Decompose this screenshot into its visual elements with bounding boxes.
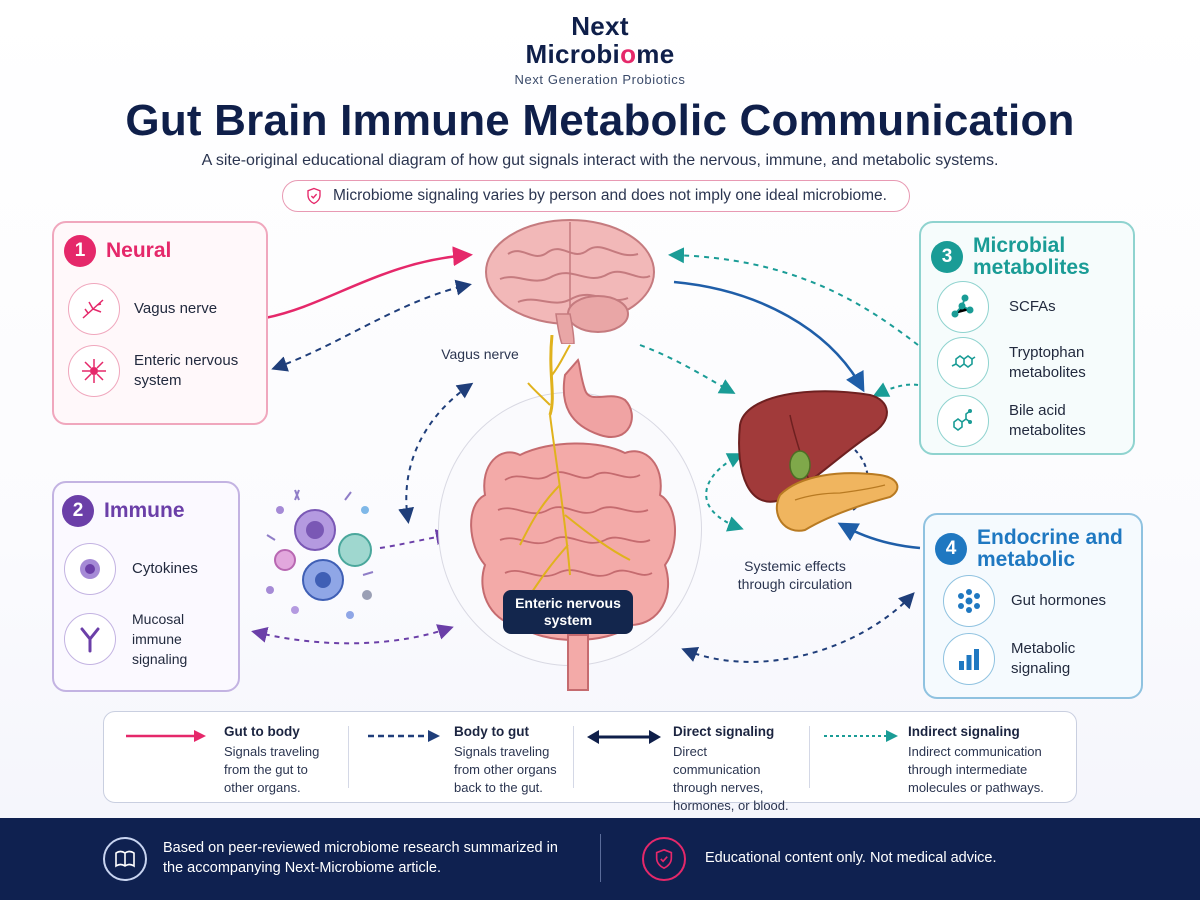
- panel-title: Immune: [104, 499, 185, 522]
- vagus-nerve-label: Vagus nerve: [441, 346, 519, 362]
- legend-box: Gut to body Signals traveling from the g…: [103, 711, 1077, 813]
- immune-cells-illustration: [266, 489, 374, 619]
- brain-illustration: [485, 219, 655, 344]
- double-arrow-icon: [587, 730, 661, 744]
- list-item: Metabolic signaling: [943, 633, 1101, 685]
- legend-desc: Indirect communication through intermedi…: [908, 744, 1044, 795]
- legend-divider: [348, 726, 349, 788]
- step-number-badge: 2: [62, 495, 94, 527]
- list-item: Cytokines: [64, 543, 198, 595]
- legend-desc: Signals traveling from the gut to other …: [224, 744, 320, 795]
- legend-item-direct-signaling: Direct signaling Direct communication th…: [579, 712, 809, 813]
- item-label: Bile acid metabolites: [1009, 402, 1086, 439]
- gut-illustration: [470, 335, 676, 691]
- panel-immune: 2 Immune Cytokines Mucosal immune signal…: [52, 481, 240, 692]
- bar-chart-icon: [943, 633, 995, 685]
- antibody-icon: [64, 613, 116, 665]
- list-item: Tryptophan metabolites: [937, 337, 1109, 389]
- legend-divider: [573, 726, 574, 788]
- book-icon: [103, 837, 147, 881]
- legend-divider: [809, 726, 810, 788]
- list-item: Gut hormones: [943, 575, 1106, 627]
- footer-disclaimer-text: Educational content only. Not medical ad…: [705, 850, 997, 866]
- bile-molecule-icon: [937, 395, 989, 447]
- footer-bar: Based on peer-reviewed microbiome resear…: [0, 818, 1200, 900]
- item-label: Mucosal immune signaling: [132, 611, 188, 667]
- legend-desc: Signals traveling from other organs back…: [454, 744, 557, 795]
- panel-neural: 1 Neural Vagus nerve Enteric nervous sys…: [52, 221, 268, 425]
- list-item: Mucosal immune signaling: [64, 609, 236, 669]
- step-number-badge: 1: [64, 235, 96, 267]
- panel-title: Neural: [106, 239, 172, 262]
- legend-item-gut-to-body: Gut to body Signals traveling from the g…: [104, 712, 344, 802]
- item-label: Cytokines: [132, 560, 198, 577]
- legend-item-body-to-gut: Body to gut Signals traveling from other…: [354, 712, 574, 802]
- cytokine-icon: [64, 543, 116, 595]
- nerve-icon: [68, 283, 120, 335]
- page-title: Gut Brain Immune Metabolic Communication: [125, 96, 1075, 145]
- list-item: Vagus nerve: [68, 283, 217, 335]
- step-number-badge: 4: [935, 533, 967, 565]
- legend-title: Direct signaling: [673, 724, 775, 739]
- legend-title: Gut to body: [224, 724, 300, 739]
- item-label: Metabolic signaling: [1011, 640, 1076, 677]
- legend-item-indirect-signaling: Indirect signaling Indirect communicatio…: [814, 712, 1074, 802]
- item-label: Enteric nervous system: [134, 352, 239, 389]
- brand-logo: Next Microbiome Next Generation Probioti…: [0, 12, 1200, 87]
- panel-neural-header: 1 Neural: [64, 235, 171, 267]
- enteric-nervous-system-badge: Enteric nervous system: [503, 590, 633, 634]
- brand-tagline: Next Generation Probiotics: [514, 72, 686, 87]
- molecule-icon: [937, 281, 989, 333]
- shield-icon: [642, 837, 686, 881]
- legend-title: Body to gut: [454, 724, 529, 739]
- legend-desc: Direct communication through nerves, hor…: [673, 744, 789, 813]
- footer-source-text: Based on peer-reviewed microbiome resear…: [163, 840, 558, 876]
- neuron-icon: [68, 345, 120, 397]
- item-label: Gut hormones: [1011, 592, 1107, 609]
- dotted-arrow-icon: [824, 730, 898, 742]
- item-label: SCFAs: [1009, 298, 1056, 315]
- item-label: Vagus nerve: [134, 300, 218, 317]
- footer-divider: [600, 834, 601, 882]
- step-number-badge: 3: [931, 241, 963, 273]
- page-subtitle: A site-original educational diagram of h…: [201, 152, 999, 169]
- notice-text: Microbiome signaling varies by person an…: [333, 187, 887, 204]
- brand-name-line1: Next: [571, 11, 629, 41]
- legend-title: Indirect signaling: [908, 724, 1020, 739]
- list-item: Enteric nervous system: [68, 345, 254, 397]
- dashed-arrow-icon: [368, 730, 440, 742]
- item-label: Tryptophan metabolites: [1009, 344, 1086, 381]
- hexagon-molecule-icon: [937, 337, 989, 389]
- brand-name-line2: Microbiome: [525, 39, 675, 69]
- systemic-effects-label: Systemic effects through circulation: [737, 558, 853, 592]
- solid-arrow-icon: [126, 730, 206, 742]
- hormone-dots-icon: [943, 575, 995, 627]
- list-item: SCFAs: [937, 281, 1056, 333]
- disclaimer-notice: Microbiome signaling varies by person an…: [282, 180, 910, 212]
- liver-pancreas-illustration: [738, 390, 899, 532]
- list-item: Bile acid metabolites: [937, 395, 1109, 447]
- panel-immune-header: 2 Immune: [62, 495, 185, 527]
- shield-icon: [307, 187, 321, 205]
